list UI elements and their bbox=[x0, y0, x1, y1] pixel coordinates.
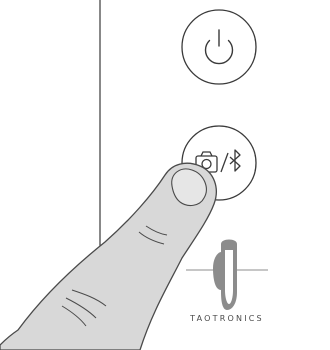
fingernail bbox=[171, 168, 207, 207]
finger-illustration bbox=[0, 162, 217, 350]
power-button[interactable] bbox=[181, 9, 257, 85]
power-icon bbox=[204, 29, 234, 65]
taotronics-logo-icon bbox=[186, 239, 268, 310]
brand-name-text: TAOTRONICS bbox=[190, 314, 264, 323]
